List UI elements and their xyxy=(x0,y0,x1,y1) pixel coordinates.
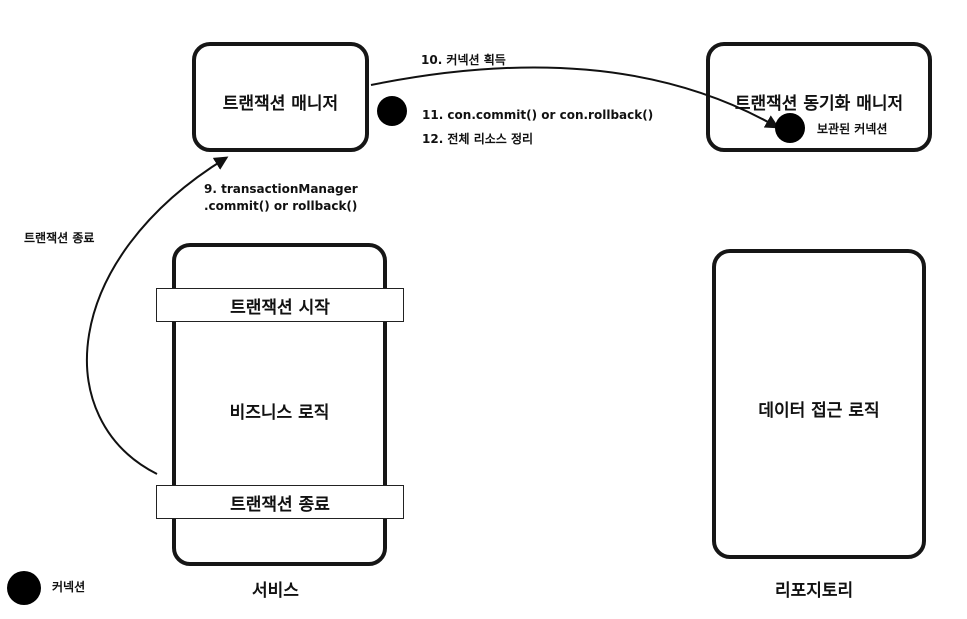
stored-connection-label: 보관된 커넥션 xyxy=(817,122,888,136)
step11-label: 11. con.commit() or con.rollback() xyxy=(422,108,654,122)
data-access-logic-label: 데이터 접근 로직 xyxy=(758,401,880,421)
transaction-manager-label: 트랜잭션 매니저 xyxy=(222,94,339,114)
service-footer: 서비스 xyxy=(252,581,299,601)
connection-dot-manager xyxy=(377,96,407,126)
transaction-start-band: 트랜잭션 시작 xyxy=(156,288,404,322)
transaction-end-band: 트랜잭션 종료 xyxy=(156,485,404,519)
connection-dot-stored xyxy=(775,113,805,143)
transaction-sync-manager-label: 트랜잭션 동기화 매니저 xyxy=(734,94,904,114)
business-logic-label: 비즈니스 로직 xyxy=(229,403,330,423)
transaction-manager-box: 트랜잭션 매니저 xyxy=(192,42,369,152)
repository-footer: 리포지토리 xyxy=(775,581,854,601)
transaction-end-side-label: 트랜잭션 종료 xyxy=(24,231,95,245)
step12-label: 12. 전체 리소스 정리 xyxy=(422,132,534,146)
legend-connection-label: 커넥션 xyxy=(52,580,86,594)
connection-legend-dot xyxy=(7,571,41,605)
step9-label-line1: 9. transactionManager xyxy=(204,182,358,196)
repository-box: 데이터 접근 로직 xyxy=(712,249,926,559)
step9-label-line2: .commit() or rollback() xyxy=(204,199,358,213)
step10-label: 10. 커넥션 획득 xyxy=(421,53,506,67)
